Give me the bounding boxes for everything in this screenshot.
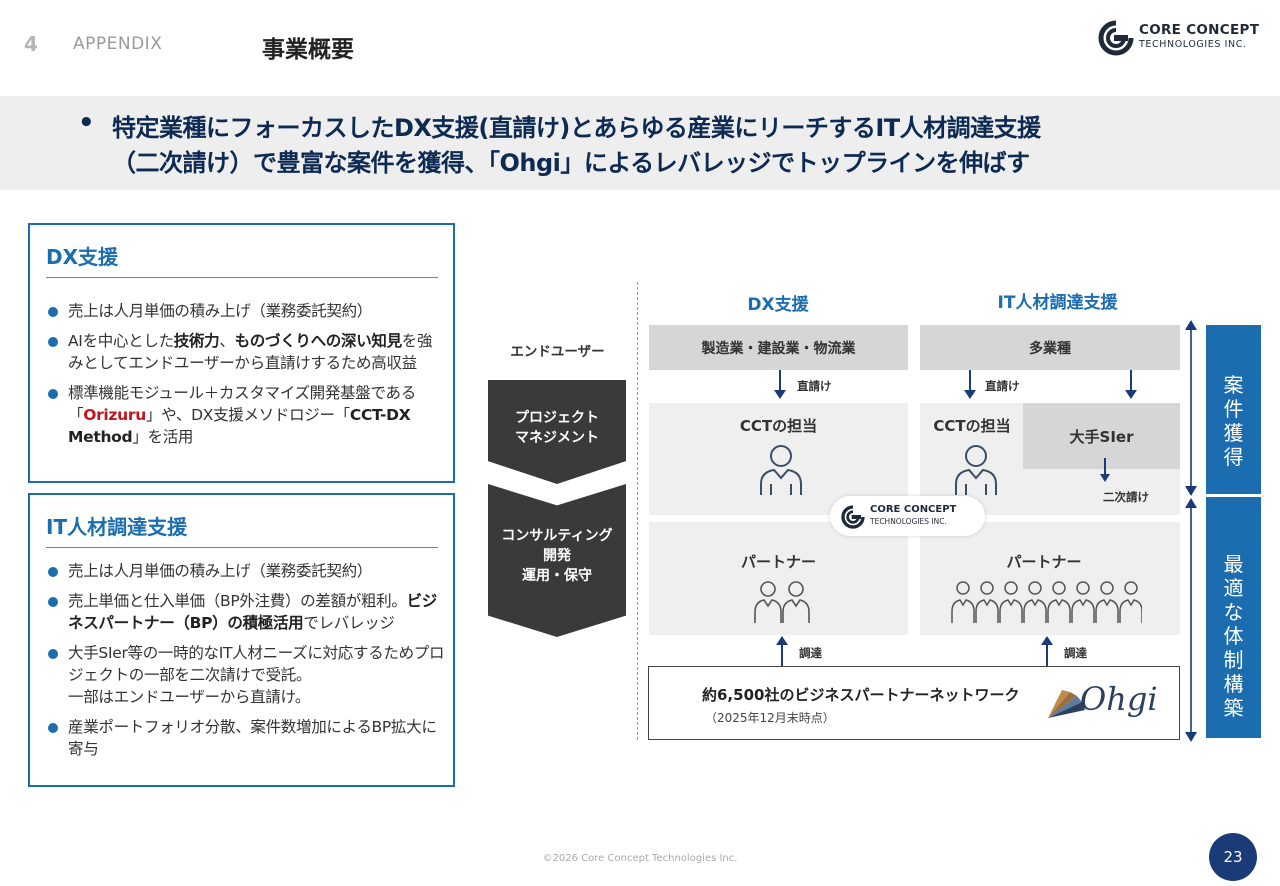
list-item: 大手SIer等の一時的なIT人材ニーズに対応するためプロジェクトの一部を二次請け… (44, 642, 446, 708)
page-number-badge: 23 (1209, 833, 1257, 881)
dx-panel-title: DX支援 (46, 245, 119, 269)
list-item: 売上は人月単価の積み上げ（業務委託契約） (44, 300, 444, 322)
lead-bullet: • (78, 108, 95, 138)
arrow-down-icon (1100, 458, 1110, 482)
list-item: 産業ポートフォリオ分散、案件数増加によるBP拡大に寄与 (44, 716, 446, 760)
industry-box-dx: 製造業・建設業・物流業 (649, 325, 908, 370)
side-label-structure: 最適な体制構築 (1206, 497, 1261, 738)
network-label: 約6,500社のビジネスパートナーネットワーク (702, 686, 1020, 704)
center-logo-name: CORE CONCEPT (870, 504, 957, 515)
partner-box-it (920, 522, 1180, 635)
it-panel: IT人材調達支援 売上は人月単価の積み上げ（業務委託契約） 売上単価と仕入単価（… (28, 493, 455, 787)
end-user-label: エンドユーザー (510, 344, 605, 360)
list-item: 売上単価と仕入単価（BP外注費）の差額が粗利。ビジネスパートナー（BP）の積極活… (44, 590, 446, 634)
it-panel-title: IT人材調達支援 (46, 515, 188, 539)
consulting-chevron: コンサルティング開発運用・保守 (488, 484, 626, 637)
secondary-label: 二次請け (1103, 490, 1149, 504)
arrow-down-icon (774, 370, 786, 399)
arrow-up-icon (776, 636, 788, 666)
sier-box: 大手SIer (1023, 403, 1180, 469)
partner-box-dx (649, 522, 908, 635)
network-box (648, 666, 1180, 740)
procure-label-dx: 調達 (799, 646, 822, 660)
logo-name: CORE CONCEPT (1139, 22, 1260, 38)
pm-chevron: プロジェクトマネジメント (488, 380, 626, 484)
dx-panel: DX支援 売上は人月単価の積み上げ（業務委託契約） AIを中心とした技術力、もの… (28, 223, 455, 483)
partner-label-dx: パートナー (740, 553, 816, 571)
cct-label-it: CCTの担当 (933, 417, 1011, 435)
direct-label-dx: 直請け (797, 379, 832, 393)
arrow-down-icon (964, 370, 976, 399)
dx-panel-rule (46, 277, 438, 278)
logo-subname: TECHNOLOGIES INC. (1139, 39, 1247, 50)
arrow-down-icon (1125, 370, 1137, 399)
people-group-icon (951, 581, 1142, 623)
dx-bullet-list: 売上は人月単価の積み上げ（業務委託契約） AIを中心とした技術力、ものづくりへの… (44, 300, 444, 456)
center-logo-subname: TECHNOLOGIES INC. (870, 517, 947, 526)
logo-icon (1098, 20, 1134, 56)
list-item: AIを中心とした技術力、ものづくりへの深い知見を強みとしてエンドユーザーから直請… (44, 330, 444, 374)
lead-line-1: 特定業種にフォーカスしたDX支援(直請け)とあらゆる産業にリーチするIT人材調達… (112, 114, 1041, 142)
copyright: ©2026 Core Concept Technologies Inc. (542, 853, 738, 864)
fan-logo-icon (1048, 690, 1085, 718)
page-title: 事業概要 (262, 37, 354, 63)
person-icon (760, 445, 802, 495)
industry-box-it: 多業種 (920, 325, 1180, 370)
section-label: APPENDIX (73, 34, 163, 54)
direct-label-it: 直請け (985, 379, 1020, 393)
it-panel-rule (46, 547, 438, 548)
person-icon (955, 445, 997, 495)
partner-label-it: パートナー (1006, 553, 1082, 571)
ohgi-logo-text: Ohgi (1080, 680, 1158, 718)
column-title-it: IT人材調達支援 (997, 293, 1118, 313)
arrow-up-icon (1041, 636, 1053, 666)
list-item: 売上は人月単価の積み上げ（業務委託契約） (44, 560, 446, 582)
cct-label-dx: CCTの担当 (739, 417, 818, 435)
list-item: 標準機能モジュール＋カスタマイズ開発基盤である「Orizuru」や、DX支援メソ… (44, 382, 444, 448)
lead-band (0, 96, 1280, 190)
column-title-dx: DX支援 (747, 295, 809, 315)
side-label-acquire: 案件獲得 (1206, 325, 1261, 494)
divider-line (637, 282, 638, 740)
lead-line-2: （二次請け）で豊富な案件を獲得、「Ohgi」によるレバレッジでトップラインを伸ば… (112, 149, 1030, 177)
section-number: 4 (24, 32, 38, 56)
double-arrow-icon (1185, 320, 1197, 742)
people-group-icon (754, 581, 810, 623)
procure-label-it: 調達 (1064, 646, 1087, 660)
logo-icon (841, 505, 865, 529)
it-bullet-list: 売上は人月単価の積み上げ（業務委託契約） 売上単価と仕入単価（BP外注費）の差額… (44, 560, 446, 768)
network-date: （2025年12月末時点） (705, 711, 835, 725)
